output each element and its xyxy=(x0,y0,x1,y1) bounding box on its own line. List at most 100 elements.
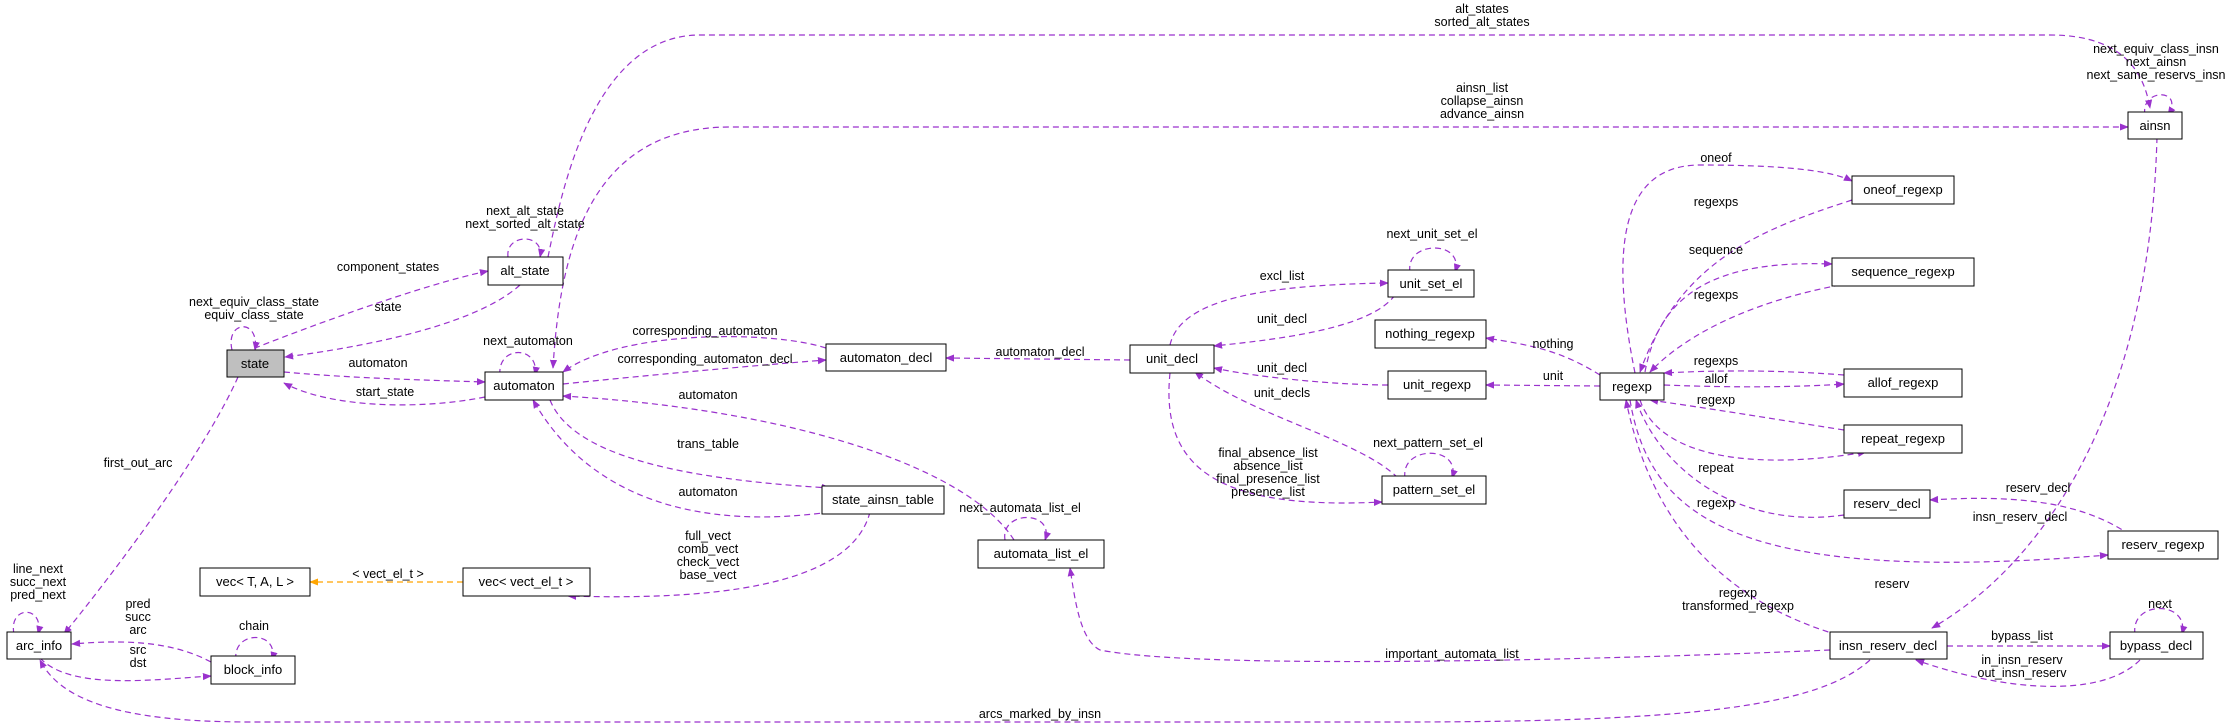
edge-label-line: succ_next xyxy=(10,575,67,589)
edge-label-line: next_equiv_class_insn xyxy=(2093,42,2219,56)
edge-label-line: automaton xyxy=(678,485,737,499)
edge-label-line: final_absence_list xyxy=(1218,446,1318,460)
node-regexp-label: regexp xyxy=(1612,379,1652,394)
node-regexp[interactable]: regexp xyxy=(1599,372,1665,401)
node-insn-reserv-decl[interactable]: insn_reserv_decl xyxy=(1829,631,1948,660)
node-state-ainsn-table-label: state_ainsn_table xyxy=(832,492,934,507)
node-vec-generic[interactable]: vec< T, A, L > xyxy=(199,567,311,597)
node-automaton-label: automaton xyxy=(493,378,554,393)
edge-label-line: regexp xyxy=(1697,496,1735,510)
edge-label-line: pred_next xyxy=(10,588,66,602)
node-bypass-decl[interactable]: bypass_decl xyxy=(2109,631,2204,660)
edge-corresponding-automaton xyxy=(562,335,827,373)
edge-state-self xyxy=(230,326,260,351)
node-arc-info[interactable]: arc_info xyxy=(6,631,72,660)
label-trans-table: trans_table xyxy=(677,437,739,451)
node-unit-set-el-label: unit_set_el xyxy=(1400,276,1463,291)
edge-label-line: arc xyxy=(129,623,146,637)
edge-label-line: repeat xyxy=(1698,461,1734,475)
label-reserv: reserv xyxy=(1875,577,1910,591)
label-next-unit-set-el: next_unit_set_el xyxy=(1386,227,1477,241)
node-alt-state[interactable]: alt_state xyxy=(487,256,564,286)
node-allof-regexp-label: allof_regexp xyxy=(1868,375,1939,390)
edge-label-line: line_next xyxy=(13,562,64,576)
label-regexps-oneof: regexps xyxy=(1694,195,1738,209)
node-nothing-regexp[interactable]: nothing_regexp xyxy=(1374,319,1487,349)
node-sequence-regexp-label: sequence_regexp xyxy=(1851,264,1954,279)
node-state[interactable]: state xyxy=(226,349,285,378)
label-automaton-from-list: automaton xyxy=(678,388,737,402)
node-allof-regexp[interactable]: allof_regexp xyxy=(1843,368,1963,398)
edge-label-line: trans_table xyxy=(677,437,739,451)
edges xyxy=(12,34,2188,723)
edge-label-line: corresponding_automaton xyxy=(632,324,777,338)
node-reserv-decl[interactable]: reserv_decl xyxy=(1843,489,1931,519)
node-block-info[interactable]: block_info xyxy=(210,655,296,685)
node-vec-vect-el[interactable]: vec< vect_el_t > xyxy=(462,567,591,597)
label-unit-decl-from-set: unit_decl xyxy=(1257,312,1307,326)
label-allof: allof xyxy=(1705,372,1728,386)
edge-label-line: reserv xyxy=(1875,577,1910,591)
edge-label-line: next xyxy=(2148,597,2172,611)
edge-next-bypass xyxy=(2134,607,2188,635)
node-pattern-set-el[interactable]: pattern_set_el xyxy=(1381,475,1487,505)
edge-allof xyxy=(1663,380,1845,389)
node-unit-regexp-label: unit_regexp xyxy=(1403,377,1471,392)
node-ainsn[interactable]: ainsn xyxy=(2127,111,2183,140)
node-automaton-decl[interactable]: automaton_decl xyxy=(825,343,947,372)
label-next-pattern-set-el: next_pattern_set_el xyxy=(1373,436,1483,450)
node-unit-decl-label: unit_decl xyxy=(1146,351,1198,366)
edge-label-line: excl_list xyxy=(1260,269,1305,283)
node-automata-list-el-label: automata_list_el xyxy=(994,546,1089,561)
edge-first-out-arc xyxy=(63,376,239,635)
node-sequence-regexp[interactable]: sequence_regexp xyxy=(1831,257,1975,287)
node-unit-regexp[interactable]: unit_regexp xyxy=(1387,370,1487,400)
label-unit-decls: unit_decls xyxy=(1254,386,1310,400)
edge-label-line: transformed_regexp xyxy=(1682,599,1794,613)
node-state-ainsn-table[interactable]: state_ainsn_table xyxy=(821,485,945,515)
edge-label-line: important_automata_list xyxy=(1385,647,1519,661)
node-reserv-regexp[interactable]: reserv_regexp xyxy=(2107,530,2219,560)
edge-sequence xyxy=(1644,260,1833,373)
edge-arc-self xyxy=(12,611,44,635)
edge-insn-reserv-decl xyxy=(1931,136,2158,629)
node-automata-list-el[interactable]: automata_list_el xyxy=(977,539,1105,569)
node-unit-set-el[interactable]: unit_set_el xyxy=(1387,269,1475,298)
label-sequence: sequence xyxy=(1689,243,1743,257)
edge-label-line: automaton xyxy=(678,388,737,402)
edge-label-line: insn_reserv_decl xyxy=(1973,510,2068,524)
edge-regexp-repeat xyxy=(1649,397,1845,431)
label-arcs-marked-by-insn: arcs_marked_by_insn xyxy=(979,707,1101,721)
edge-label-line: final_presence_list xyxy=(1216,472,1320,486)
node-oneof-regexp[interactable]: oneof_regexp xyxy=(1851,175,1955,205)
edge-reserv-decl xyxy=(1929,495,2131,536)
edge-label-line: succ xyxy=(125,610,151,624)
edge-label-line: chain xyxy=(239,619,269,633)
edge-arc-block-2 xyxy=(39,657,212,682)
node-vec-vect-el-label: vec< vect_el_t > xyxy=(479,574,574,589)
edge-label-line: next_equiv_class_state xyxy=(189,295,319,309)
edge-label-line: unit xyxy=(1543,369,1564,383)
node-unit-decl[interactable]: unit_decl xyxy=(1129,344,1215,374)
edge-label-line: next_automaton xyxy=(483,334,573,348)
label-next-automaton: next_automaton xyxy=(483,334,573,348)
edge-in-out-insn-reserv xyxy=(1915,659,2141,687)
label-insn-reserv-decl: insn_reserv_decl xyxy=(1973,510,2068,524)
node-repeat-regexp-label: repeat_regexp xyxy=(1861,431,1945,446)
edge-chain xyxy=(235,637,278,661)
edge-alt-state-self xyxy=(507,238,546,258)
node-automaton[interactable]: automaton xyxy=(484,371,564,401)
edge-repeat xyxy=(1639,399,1867,461)
edge-label-line: alt_states xyxy=(1455,2,1509,16)
edge-unit-decls xyxy=(1194,371,1399,479)
node-repeat-regexp[interactable]: repeat_regexp xyxy=(1843,424,1963,454)
node-pattern-set-el-label: pattern_set_el xyxy=(1393,482,1476,497)
label-reserv-decl: reserv_decl xyxy=(2006,481,2071,495)
edge-label-line: check_vect xyxy=(677,555,740,569)
edge-oneof xyxy=(1622,164,1853,374)
